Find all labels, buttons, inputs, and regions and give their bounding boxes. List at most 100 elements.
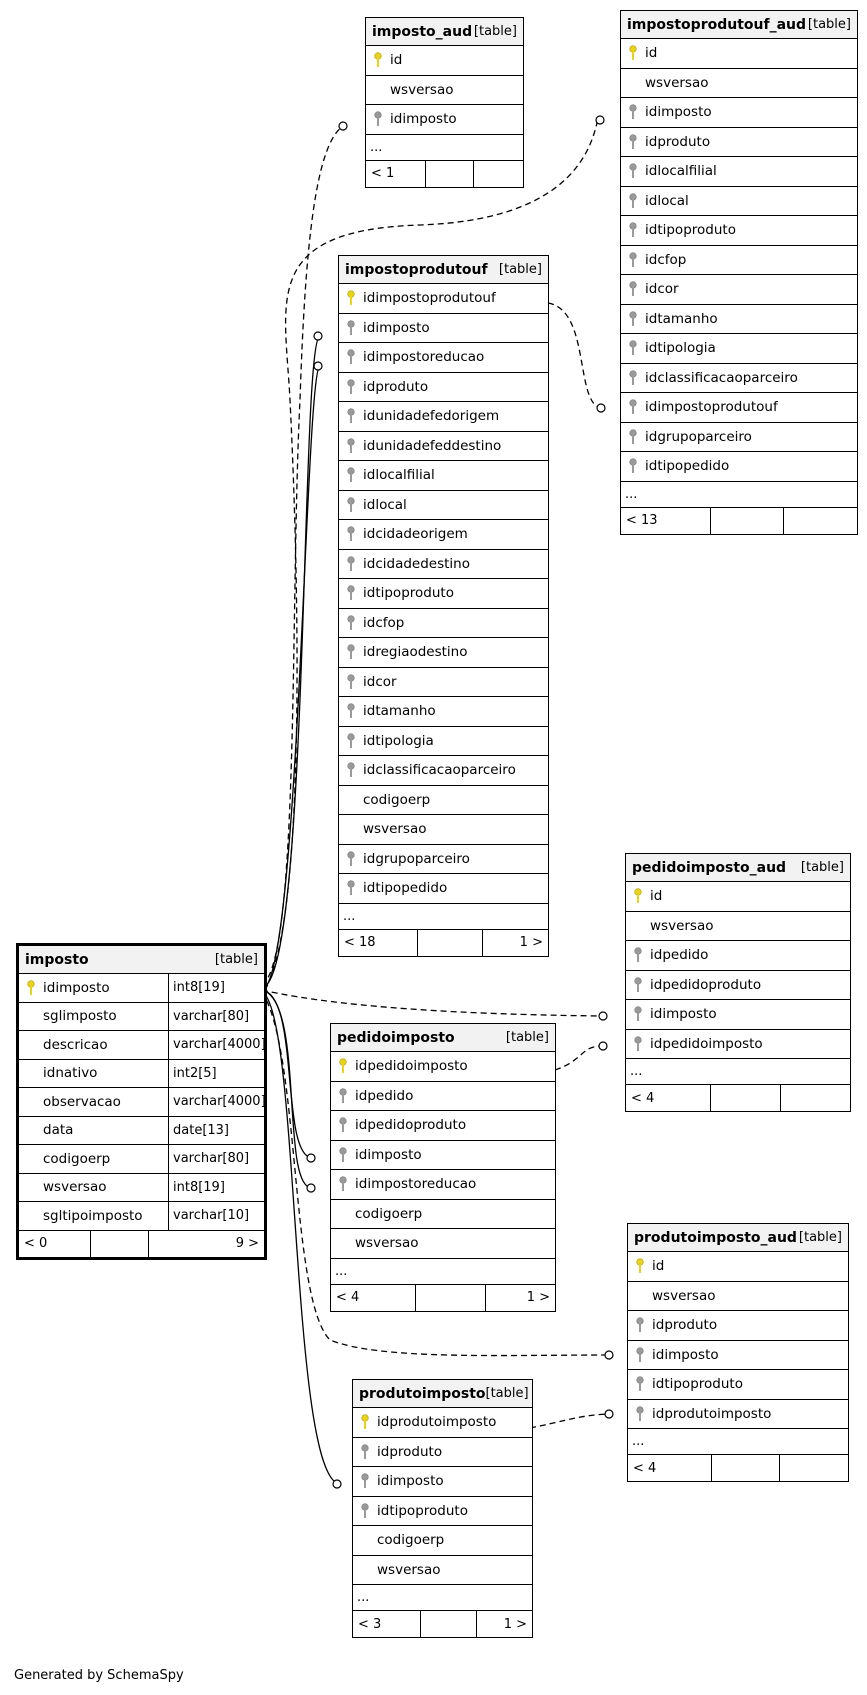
child-count[interactable] [780, 1455, 848, 1481]
parent-count[interactable]: < 0 [19, 1230, 91, 1257]
column-row[interactable]: idimposto [628, 1341, 848, 1370]
column-row[interactable]: codigoerp [339, 786, 548, 815]
more-columns-indicator[interactable]: ... [353, 1585, 532, 1611]
column-row[interactable]: idtamanho [621, 305, 857, 334]
column-row[interactable]: idimposto [621, 98, 857, 128]
more-columns-indicator[interactable]: ... [366, 135, 523, 161]
column-row[interactable]: idimpostoprodutouf [339, 284, 548, 314]
column-row[interactable]: id [621, 39, 857, 69]
column-row[interactable]: idlocalfilial [621, 157, 857, 187]
more-columns-indicator[interactable]: ... [628, 1429, 848, 1455]
column-row[interactable]: idpedido [331, 1082, 555, 1111]
column-row[interactable]: idtipoproduto [353, 1497, 532, 1526]
column-row[interactable]: wsversao [621, 69, 857, 98]
child-count[interactable] [781, 1085, 850, 1111]
child-count[interactable]: 1 > [519, 935, 543, 950]
column-row[interactable]: idtipopedido [621, 452, 857, 482]
column-row[interactable]: idcor [621, 275, 857, 305]
column-row[interactable]: idproduto [353, 1438, 532, 1467]
more-columns-indicator[interactable]: ... [626, 1059, 850, 1085]
column-row[interactable]: wsversao [628, 1282, 848, 1311]
column-row[interactable]: idimpostoreducao [331, 1170, 555, 1200]
column-row[interactable]: idproduto [621, 128, 857, 157]
column-row[interactable]: idproduto [339, 373, 548, 402]
column-row[interactable]: wsversao [353, 1556, 532, 1585]
column-row[interactable]: codigoerp [331, 1200, 555, 1229]
column-row[interactable]: idgrupoparceiro [621, 423, 857, 452]
column-row[interactable]: idpedido [626, 941, 850, 971]
column-row[interactable]: idclassificacaoparceiro [339, 756, 548, 786]
table-impostoprodutouf[interactable]: impostoprodutouf[table]idimpostoprodutou… [338, 255, 549, 957]
column-row[interactable]: idimposto [626, 1000, 850, 1030]
column-row[interactable]: idcidadeorigem [339, 520, 548, 550]
more-columns-indicator[interactable]: ... [331, 1259, 555, 1285]
parent-count[interactable]: < 4 [626, 1085, 712, 1111]
column-row[interactable]: idtamanho [339, 697, 548, 727]
column-row[interactable]: idlocalfilial [339, 461, 548, 491]
column-row[interactable]: wsversao [331, 1229, 555, 1259]
column-row[interactable]: idtipologia [621, 334, 857, 364]
parent-count[interactable]: < 13 [621, 507, 711, 534]
column-row[interactable]: id [628, 1252, 848, 1282]
column-row[interactable]: idimposto [339, 314, 548, 343]
column-row[interactable]: idtipoproduto [628, 1370, 848, 1400]
column-row[interactable]: idunidadefeddestino [339, 432, 548, 461]
column-row[interactable]: idpedidoproduto [626, 971, 850, 1000]
parent-count[interactable]: < 3 [353, 1611, 422, 1637]
column-row[interactable]: idprodutoimposto [628, 1400, 848, 1429]
parent-count[interactable]: < 4 [628, 1455, 712, 1481]
column-row[interactable]: codigoerp [353, 1526, 532, 1556]
column-row[interactable]: idtipoproduto [339, 579, 548, 609]
column-row[interactable]: idcfop [621, 246, 857, 275]
column-row[interactable]: idtipoproduto [621, 216, 857, 246]
column-row[interactable]: idunidadefedorigem [339, 402, 548, 432]
child-count[interactable] [474, 161, 523, 187]
child-count[interactable]: 1 > [526, 1290, 550, 1305]
column-row[interactable]: wsversao [626, 912, 850, 941]
column-row[interactable]: idimpostoprodutouf [621, 393, 857, 423]
column-row[interactable]: idimposto [366, 105, 523, 135]
column-row[interactable]: idimposto [353, 1467, 532, 1497]
child-count[interactable]: 1 > [503, 1616, 527, 1632]
column-row[interactable]: idimposto [331, 1141, 555, 1170]
more-columns-indicator[interactable]: ... [339, 904, 548, 930]
column-row[interactable]: idpedidoproduto [331, 1111, 555, 1141]
parent-count[interactable]: < 1 [366, 160, 426, 187]
column-row[interactable]: idtipopedido [339, 874, 548, 904]
column-row[interactable]: idprodutoimposto [353, 1408, 532, 1438]
column-row[interactable]: id [366, 46, 523, 76]
column-row[interactable]: idgrupoparceiro [339, 845, 548, 874]
column-row[interactable]: idimpostoreducao [339, 343, 548, 373]
column-row[interactable]: idregiaodestino [339, 638, 548, 668]
child-count[interactable] [784, 508, 857, 534]
column-row[interactable]: idpedidoimposto [626, 1030, 850, 1059]
column-row[interactable]: idpedidoimposto [331, 1052, 555, 1082]
column-row[interactable]: idclassificacaoparceiro [621, 364, 857, 393]
parent-count[interactable]: < 18 [339, 929, 419, 956]
column-row[interactable]: idcfop [339, 609, 548, 638]
column-row[interactable]: wsversao [339, 815, 548, 845]
child-count[interactable]: 9 > [235, 1236, 259, 1251]
column-row[interactable]: wsversao [366, 76, 523, 105]
column-row[interactable]: idlocal [621, 187, 857, 216]
column-row[interactable]: idlocal [339, 491, 548, 520]
column-row[interactable]: idcor [339, 668, 548, 697]
column-row[interactable]: idtipologia [339, 727, 548, 756]
column-row[interactable]: id [626, 882, 850, 912]
parent-count[interactable]: < 4 [331, 1284, 417, 1311]
